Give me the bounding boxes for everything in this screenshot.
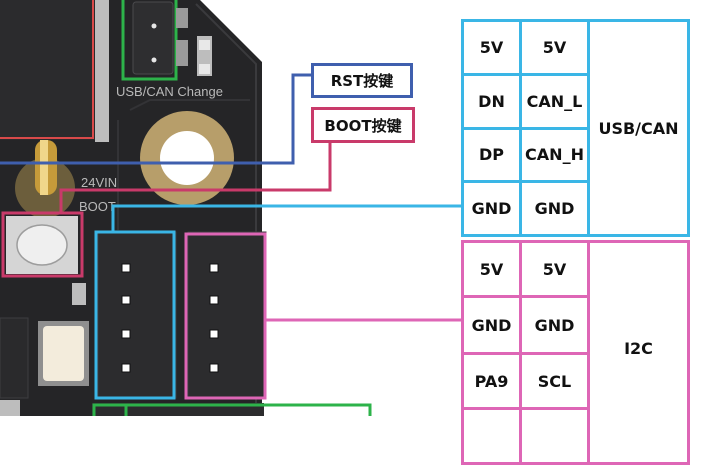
- usb-can-pin-table: 5V 5V USB/CAN DN CAN_L DP CAN_H GND GND: [461, 19, 690, 237]
- module-component: [0, 0, 95, 140]
- i2c-pin-table: 5V 5V I2C GND GND PA9 SCL: [461, 240, 690, 465]
- table-row: PA9 SCL: [461, 352, 689, 410]
- smd-part: [0, 400, 20, 416]
- pin-cell: 5V: [519, 19, 590, 76]
- pin-cell: SCL: [519, 352, 590, 410]
- pin-cell: GND: [461, 180, 522, 237]
- usb-can-connector-pin: [121, 263, 131, 273]
- table-row: 5V 5V USB/CAN: [461, 19, 690, 237]
- group-label-i2c: I2C: [587, 240, 690, 465]
- pcb-trace: [129, 99, 250, 111]
- pin-cell: CAN_H: [519, 126, 590, 184]
- pin-cell: [519, 407, 590, 465]
- i2c-connector-pin: [209, 363, 219, 373]
- usb-can-connector-pin: [121, 329, 131, 339]
- table-row: GND GND: [461, 295, 689, 355]
- usb-can-connector-pin: [121, 295, 131, 305]
- pin-cell: [461, 407, 522, 465]
- table-row: GND GND: [461, 180, 689, 237]
- rst-button-label: RST按键: [311, 63, 413, 98]
- silk-boot: BOOT: [79, 199, 116, 214]
- boot-button-cap: [16, 224, 68, 266]
- i2c-connector-pin: [209, 329, 219, 339]
- pin-cell: GND: [519, 295, 590, 355]
- group-label-usb-can: USB/CAN: [587, 19, 690, 237]
- pinout-diagram: USB/CAN Change 24VIN BOOT: [0, 0, 690, 465]
- silk-usb-can-change: USB/CAN Change: [116, 84, 223, 99]
- smd-part: [176, 40, 188, 66]
- pin-cell: 5V: [519, 240, 590, 298]
- pin-cell: CAN_L: [519, 72, 590, 130]
- usb-leader-line: [111, 204, 462, 232]
- smd-part: [176, 8, 188, 28]
- i2c-connector: [187, 231, 267, 399]
- pin-cell: 5V: [461, 240, 522, 298]
- table-row: DP CAN_H: [461, 126, 689, 184]
- pin-cell: DN: [461, 72, 522, 130]
- pin-cell: GND: [519, 180, 590, 237]
- jumper-header: [132, 1, 174, 75]
- usb-can-connector: [97, 231, 177, 399]
- green-leader-line: [92, 403, 372, 416]
- ic-chip: [0, 317, 29, 399]
- boot-button-outline: [1, 211, 84, 278]
- i2c-connector-outline: [184, 232, 267, 400]
- table-row: 5V 5V I2C: [461, 240, 690, 465]
- usb-can-connector-outline: [94, 230, 176, 400]
- mounting-hole: [160, 131, 214, 185]
- pin-cell: GND: [461, 295, 522, 355]
- boot-leader-line: [59, 140, 332, 213]
- boot-button-label: BOOT按键: [311, 107, 415, 143]
- rst-leader-line: [0, 73, 312, 165]
- module-red-outline: [0, 0, 94, 139]
- crystal-cap: [43, 326, 84, 381]
- silk-24vin: 24VIN: [81, 175, 117, 190]
- table-row: DN CAN_L: [461, 72, 689, 130]
- jumper-pin: [151, 57, 157, 63]
- pin-cell: 5V: [461, 19, 522, 76]
- jumper-pin: [151, 23, 157, 29]
- module-shield: [95, 0, 109, 142]
- usb-can-connector-pin: [121, 363, 131, 373]
- i2c-connector-pin: [209, 263, 219, 273]
- smd-part: [72, 283, 86, 305]
- board-illustration: USB/CAN Change 24VIN BOOT: [0, 0, 462, 416]
- pin-cell: DP: [461, 126, 522, 184]
- pin-cell: PA9: [461, 352, 522, 410]
- i2c-connector-pin: [209, 295, 219, 305]
- jumper-green-outline: [121, 0, 178, 81]
